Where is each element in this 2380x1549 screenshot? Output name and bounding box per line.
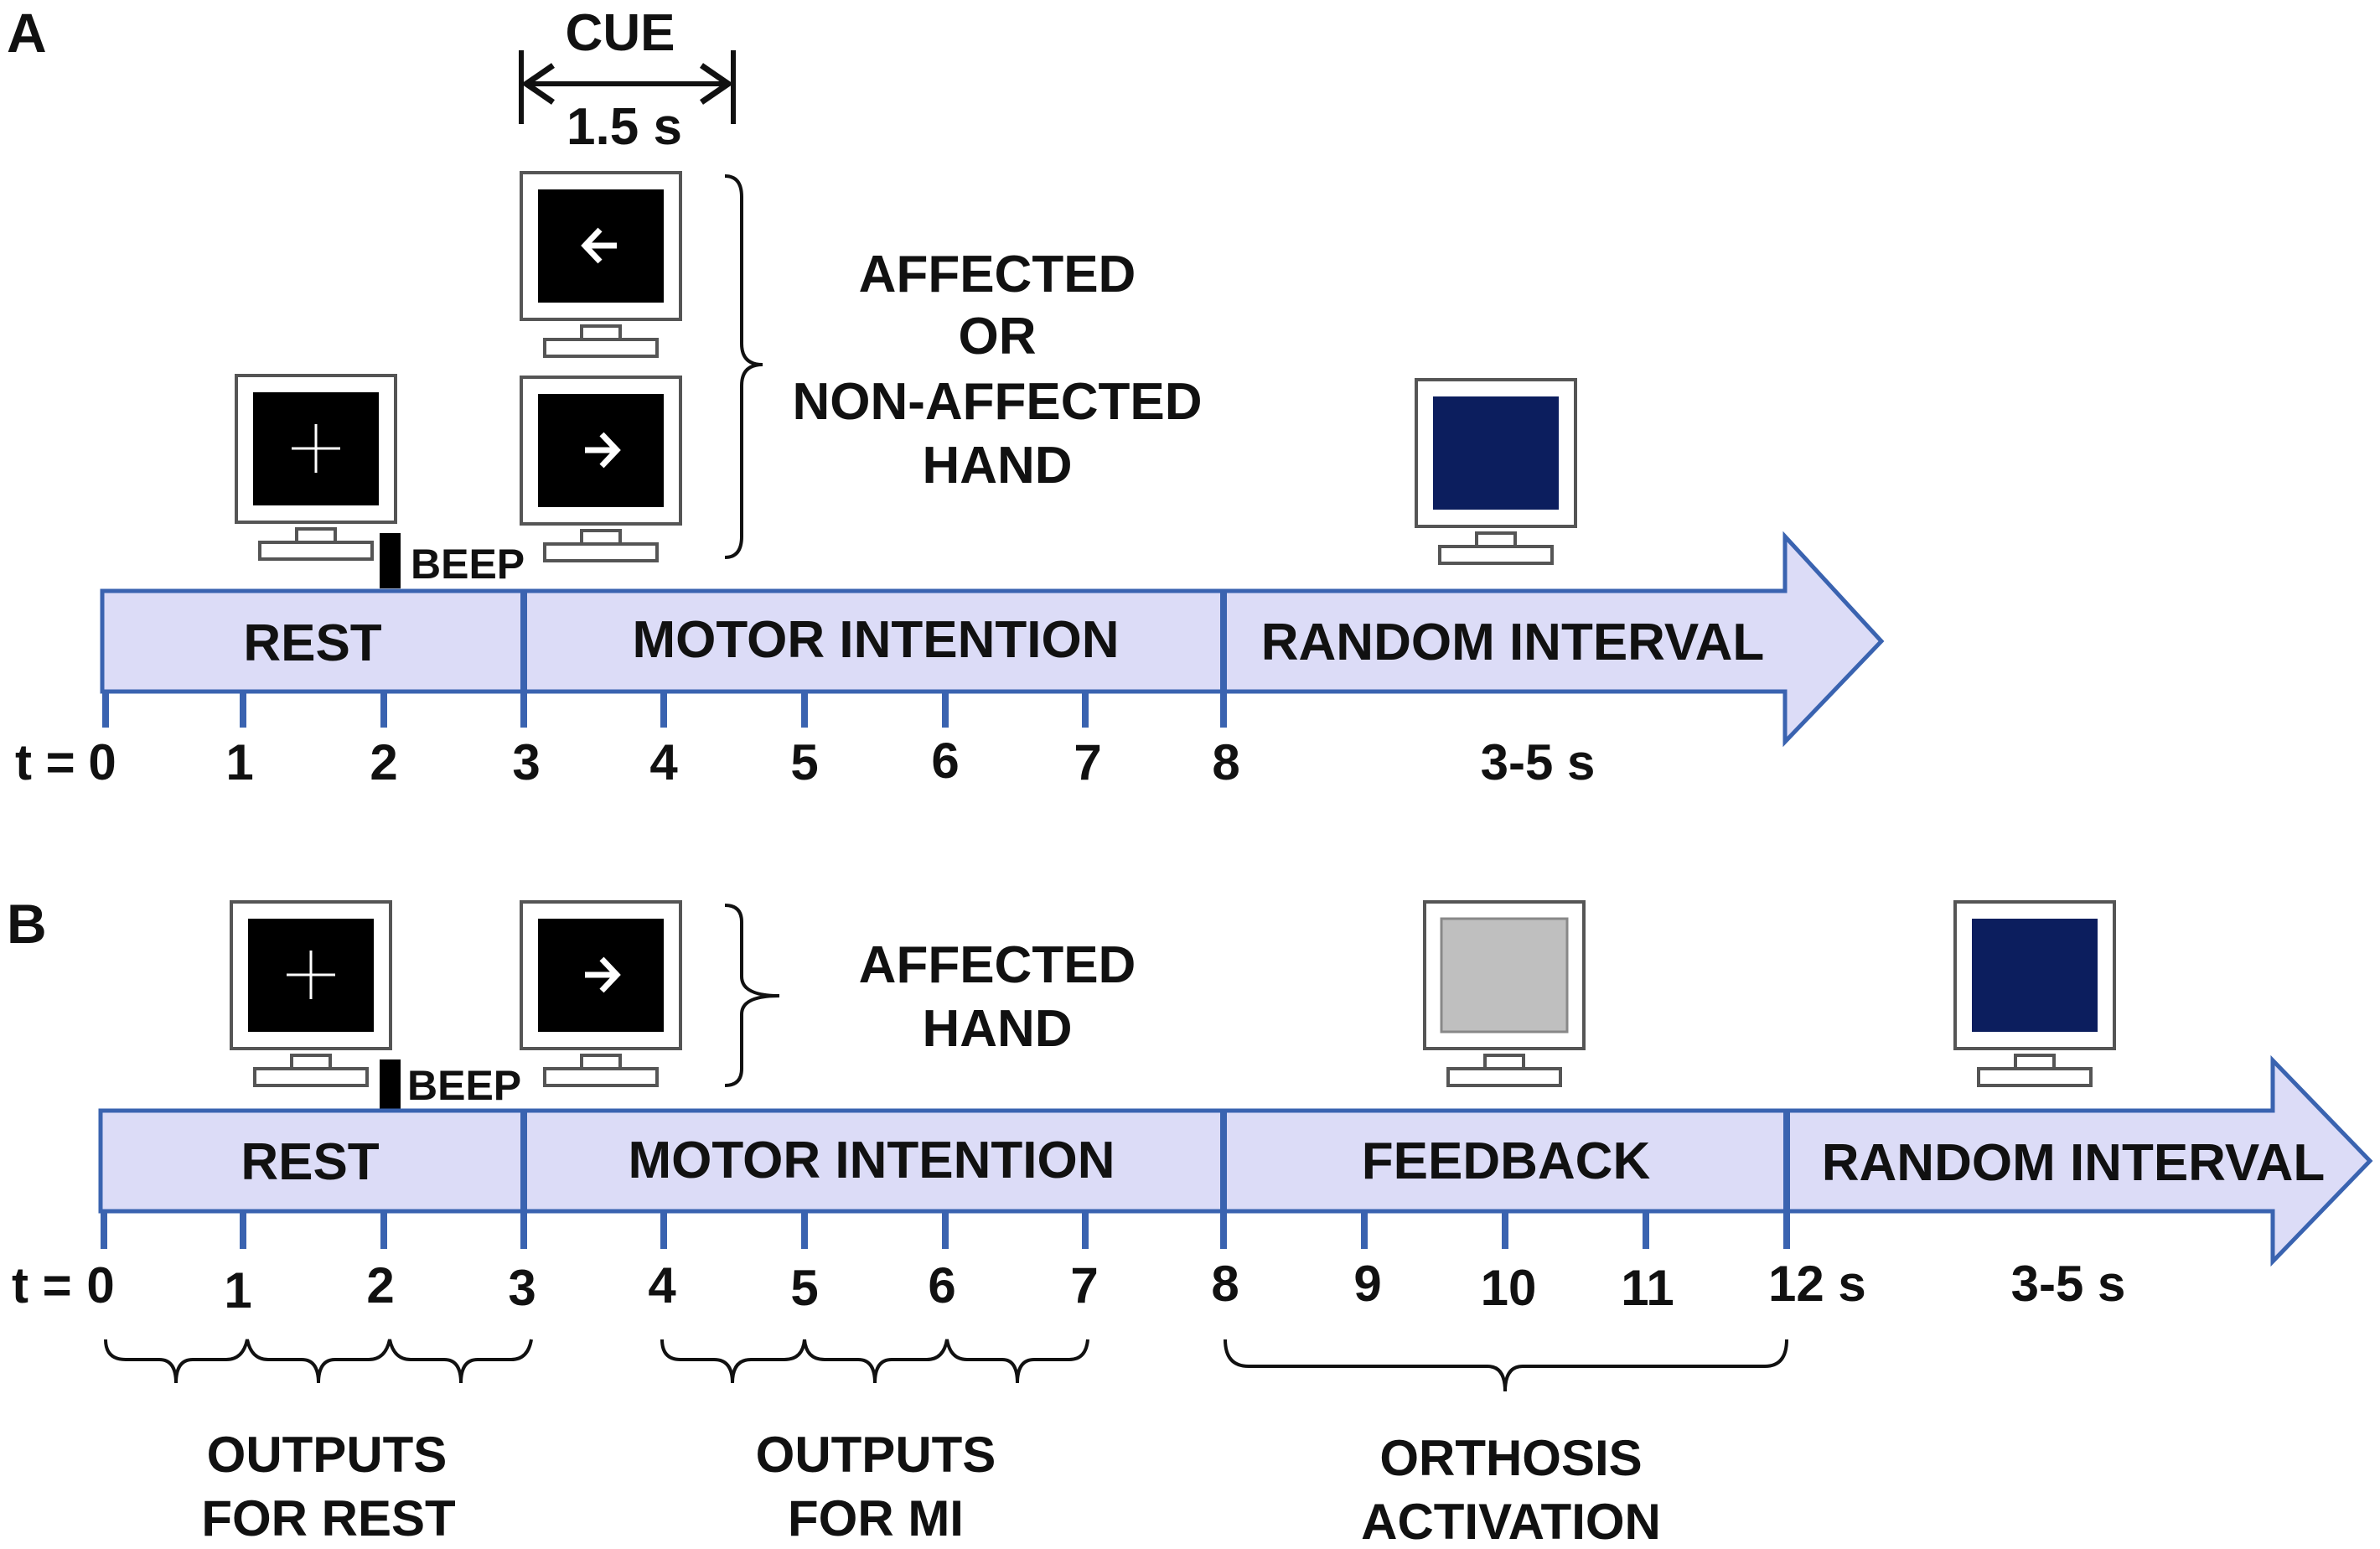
- cue-duration: 1.5 s: [567, 98, 682, 156]
- segment-motor-intention: MOTOR INTENTION: [633, 611, 1120, 669]
- interval-label: 3-5 s: [1481, 734, 1596, 790]
- panel-a: A CUE 1.5 s: [7, 2, 1885, 790]
- tick-labels-b: t = 0 1 2 3 4 5 6 7 8 9 10 11 12 s 3-5 s: [12, 1256, 2125, 1318]
- segment-random-interval: RANDOM INTERVAL: [1261, 614, 1764, 671]
- segment-rest: REST: [241, 1133, 379, 1191]
- cue-dimension: CUE 1.5 s: [519, 4, 736, 156]
- tick-label: 4: [649, 734, 678, 790]
- tick-label: 7: [1070, 1257, 1098, 1313]
- monitor-fixation: [230, 900, 392, 1087]
- output-labels: OUTPUTS FOR REST OUTPUTS FOR MI ORTHOSIS…: [201, 1427, 1661, 1549]
- beep-marker: [380, 1059, 401, 1115]
- beep-label: BEEP: [411, 541, 525, 588]
- orthosis-activation: ORTHOSIS: [1379, 1430, 1642, 1486]
- outputs-for-rest: FOR REST: [201, 1490, 455, 1546]
- arrow-right-icon: [585, 956, 621, 993]
- orthosis-brace: [1224, 1339, 1788, 1392]
- outputs-for-mi: FOR MI: [788, 1490, 964, 1546]
- mi-outputs-brace: [660, 1339, 1089, 1384]
- monitor-random-interval: [1953, 900, 2116, 1087]
- tick-label: 2: [370, 734, 397, 790]
- monitor-feedback: [1423, 900, 1586, 1087]
- fixation-cross-icon: [292, 424, 340, 473]
- svg-text:NON-AFFECTED: NON-AFFECTED: [792, 373, 1202, 431]
- blank-screen-icon: [1440, 917, 1569, 1034]
- beep-label: BEEP: [407, 1062, 521, 1109]
- segment-feedback: FEEDBACK: [1362, 1132, 1651, 1190]
- arrow-right-icon: [585, 432, 621, 469]
- panel-b-letter: B: [7, 893, 47, 955]
- tick-label: 10: [1481, 1260, 1537, 1316]
- tick-label: 8: [1212, 734, 1239, 790]
- tick-label: 4: [648, 1257, 676, 1313]
- cue-options-brace: [724, 174, 763, 559]
- tick-label: 0: [86, 1257, 114, 1313]
- svg-text:HAND: HAND: [922, 437, 1072, 495]
- blank-screen-icon: [1433, 396, 1559, 510]
- tick-label: 5: [790, 734, 818, 790]
- affected-hand-brace: [724, 904, 780, 1087]
- tick-label: 3: [512, 734, 540, 790]
- tick-label: 2: [366, 1257, 394, 1313]
- beep-marker: [380, 533, 401, 588]
- tick-label: 8: [1211, 1256, 1239, 1312]
- monitor-fixation: [235, 374, 397, 561]
- segment-motor-intention: MOTOR INTENTION: [629, 1132, 1115, 1189]
- blank-screen-icon: [1972, 919, 2098, 1032]
- interval-label: 3-5 s: [2011, 1256, 2126, 1312]
- tick-label: 5: [790, 1260, 818, 1316]
- arrow-left-icon: [581, 227, 617, 264]
- ticks-a: [102, 692, 1227, 728]
- tick-label: 1: [225, 734, 253, 790]
- tick-labels-a: t = 0 1 2 3 4 5 6 7 8 3-5 s: [15, 733, 1595, 790]
- tick-label: 0: [88, 734, 116, 790]
- tick-label: 12 s: [1768, 1256, 1866, 1312]
- tick-label: 7: [1074, 734, 1101, 790]
- tick-label: 6: [928, 1257, 955, 1313]
- panel-b: B AFFECTED: [7, 893, 2373, 1549]
- outputs-for-rest: OUTPUTS: [207, 1427, 448, 1483]
- outputs-for-mi: OUTPUTS: [756, 1427, 996, 1483]
- ticks-b: [101, 1211, 1790, 1249]
- segment-random-interval: RANDOM INTERVAL: [1822, 1134, 2325, 1192]
- fixation-cross-icon: [287, 951, 335, 999]
- tick-label: 3: [508, 1260, 536, 1316]
- t-prefix: t =: [15, 734, 75, 790]
- monitor-random-interval: [1415, 378, 1577, 565]
- tick-label: 6: [931, 733, 959, 789]
- svg-text:AFFECTED: AFFECTED: [859, 246, 1136, 303]
- panel-a-letter: A: [7, 2, 47, 64]
- tick-label: 11: [1621, 1260, 1674, 1316]
- segment-rest: REST: [243, 614, 381, 672]
- monitor-cue-right: [520, 376, 682, 562]
- orthosis-activation: ACTIVATION: [1361, 1494, 1661, 1549]
- cue-label: CUE: [566, 4, 675, 62]
- svg-text:AFFECTED: AFFECTED: [859, 936, 1136, 994]
- monitor-cue-right: [520, 900, 682, 1087]
- hand-note: AFFECTED HAND: [859, 936, 1136, 1058]
- tick-label: 9: [1353, 1256, 1381, 1312]
- timeline-bar-b: [98, 1054, 2373, 1267]
- tick-label: 1: [224, 1262, 251, 1318]
- monitor-cue-left: [520, 171, 682, 358]
- t-prefix: t =: [12, 1257, 72, 1313]
- svg-text:OR: OR: [959, 308, 1037, 365]
- output-braces: [104, 1339, 1788, 1392]
- svg-text:HAND: HAND: [922, 1000, 1072, 1058]
- hand-note: AFFECTED OR NON-AFFECTED HAND: [792, 246, 1202, 495]
- rest-outputs-brace: [104, 1339, 533, 1384]
